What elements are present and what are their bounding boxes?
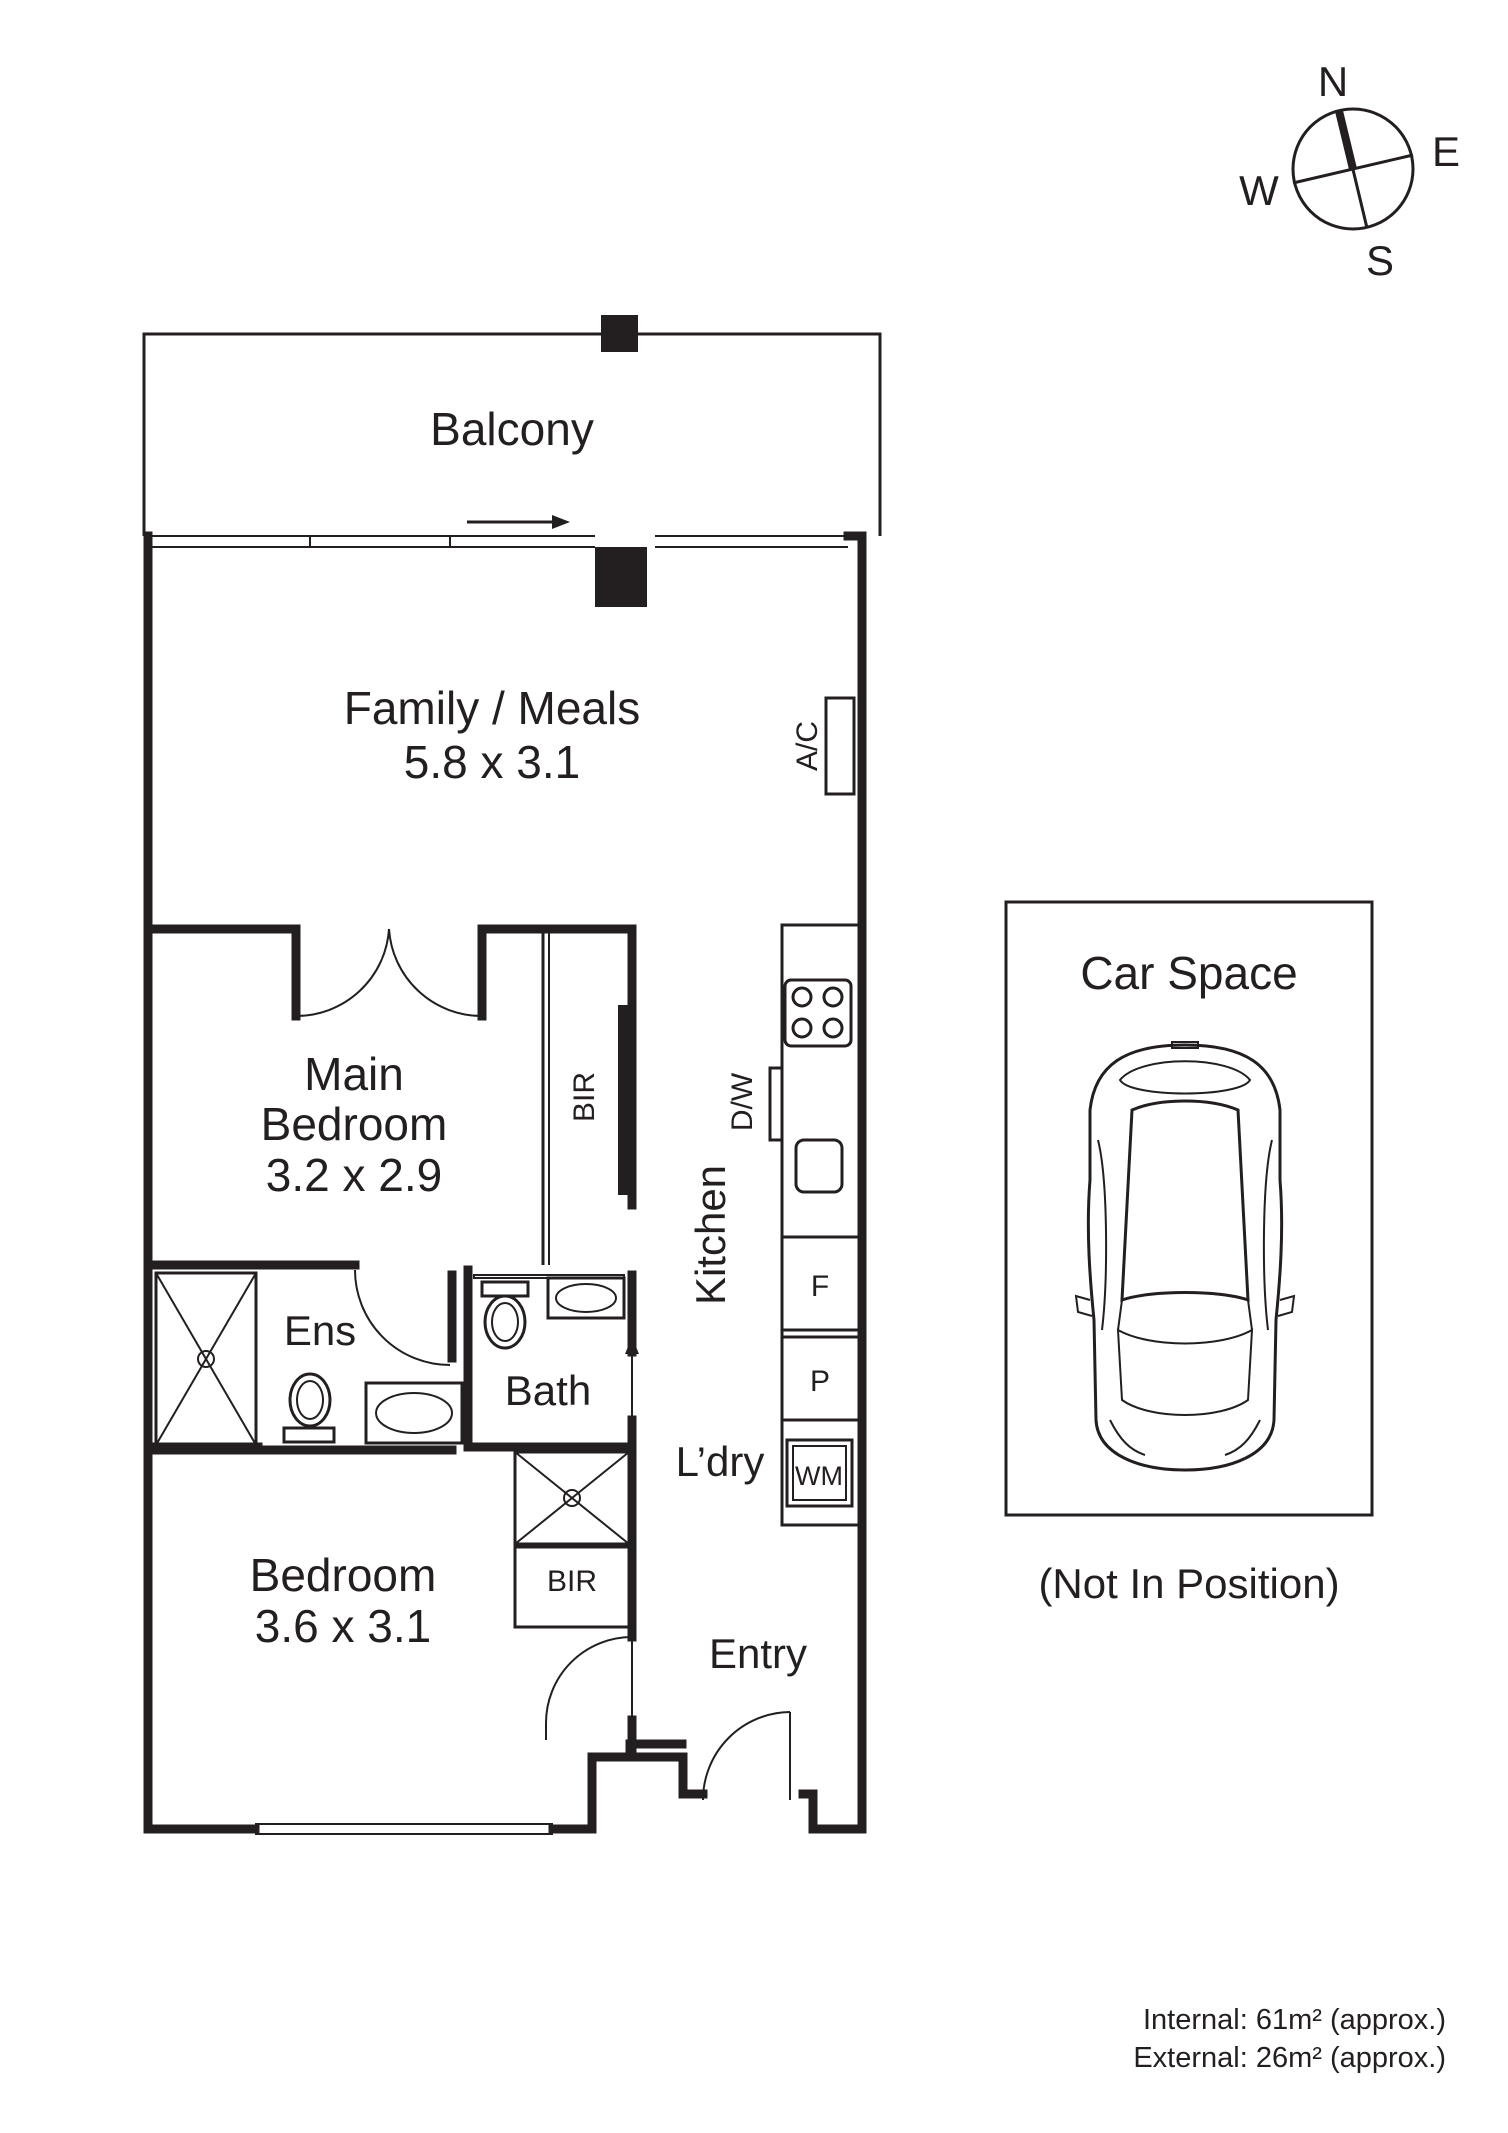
balcony-label: Balcony xyxy=(430,403,594,455)
bath-shower xyxy=(513,1450,631,1546)
bedroom-label: Bedroom xyxy=(250,1549,437,1601)
washing-machine-label: WM xyxy=(795,1461,843,1491)
car-space-label: Car Space xyxy=(1080,947,1297,999)
main-bedroom-label-line2: Bedroom xyxy=(261,1098,448,1150)
bedroom-size: 3.6 x 3.1 xyxy=(255,1600,431,1652)
bedroom: Bedroom 3.6 x 3.1 BIR xyxy=(250,1549,633,1835)
main-bedroom-door-left xyxy=(295,928,390,1018)
external-area: External: 26m² (approx.) xyxy=(1133,2042,1446,2074)
dishwasher xyxy=(768,1066,784,1142)
bath-vanity xyxy=(546,1276,626,1320)
front-door xyxy=(702,1711,791,1801)
ensuite: Ens xyxy=(154,1271,464,1447)
compass-east-label: E xyxy=(1432,128,1460,175)
main-bedroom: Main Bedroom 3.2 x 2.9 BIR xyxy=(261,928,630,1366)
family-meals: Family / Meals 5.8 x 3.1 A/C xyxy=(344,682,856,796)
bath-toilet-cistern xyxy=(480,1280,530,1298)
compass-south-label: S xyxy=(1366,237,1394,284)
bathroom: Bath xyxy=(473,1274,639,1546)
compass-north-label: N xyxy=(1318,58,1348,105)
compass-west-label: W xyxy=(1239,167,1279,214)
main-bir-wall-panel xyxy=(618,1005,630,1195)
bath-toilet xyxy=(483,1294,527,1350)
pantry-label: P xyxy=(810,1365,830,1398)
ensuite-label: Ens xyxy=(284,1307,356,1354)
ensuite-door xyxy=(354,1269,451,1366)
washing-machine xyxy=(785,1438,854,1508)
internal-area: Internal: 61m² (approx.) xyxy=(1143,2004,1446,2036)
bedroom-door xyxy=(545,1636,633,1724)
balcony-column xyxy=(601,315,638,352)
compass-north-needle xyxy=(1335,110,1357,170)
kitchen-label: Kitchen xyxy=(687,1165,734,1305)
family-meals-size: 5.8 x 3.1 xyxy=(404,736,580,788)
bath-label: Bath xyxy=(505,1367,591,1414)
main-bedroom-label-line1: Main xyxy=(304,1048,404,1100)
kitchen: D/W Kitchen F P xyxy=(687,923,862,1527)
car-space-outline xyxy=(1004,900,1374,1517)
main-bir-label: BIR xyxy=(568,1072,601,1122)
interior-walls xyxy=(147,924,637,1755)
car-icon xyxy=(1074,1041,1296,1472)
area-summary: Internal: 61m² (approx.) External: 26m² … xyxy=(1133,2004,1446,2074)
ensuite-toilet xyxy=(288,1372,332,1428)
entry-label: Entry xyxy=(709,1630,807,1677)
entry: Entry xyxy=(702,1630,807,1801)
ensuite-vanity xyxy=(364,1381,464,1445)
wall-column xyxy=(595,547,647,607)
laundry: WM L’dry xyxy=(676,1420,854,1525)
dishwasher-label: D/W xyxy=(726,1072,759,1131)
kitchen-bench xyxy=(780,923,862,1527)
fridge-label: F xyxy=(811,1270,829,1303)
car-space-note: (Not In Position) xyxy=(1038,1560,1339,1607)
balcony-outline xyxy=(142,332,882,536)
main-bedroom-door-right xyxy=(388,928,483,1018)
air-conditioner xyxy=(824,696,856,796)
bath-slide-arrow xyxy=(625,1337,639,1354)
compass-rose: N E S W xyxy=(1239,58,1460,284)
car-space: Car Space (Not In Position) xyxy=(1004,900,1374,1607)
balcony: Balcony xyxy=(142,315,882,536)
bedroom-window xyxy=(255,1823,553,1835)
cooktop xyxy=(783,978,853,1048)
bedroom-bir-label: BIR xyxy=(547,1565,597,1598)
ensuite-shower xyxy=(154,1271,258,1447)
laundry-label: L’dry xyxy=(676,1438,765,1485)
main-bedroom-size: 3.2 x 2.9 xyxy=(266,1149,442,1201)
balcony-sliding-door xyxy=(150,515,848,607)
family-meals-label: Family / Meals xyxy=(344,682,640,734)
air-conditioner-label: A/C xyxy=(791,721,824,771)
compass-circle xyxy=(1291,107,1415,231)
kitchen-sink xyxy=(794,1138,844,1194)
